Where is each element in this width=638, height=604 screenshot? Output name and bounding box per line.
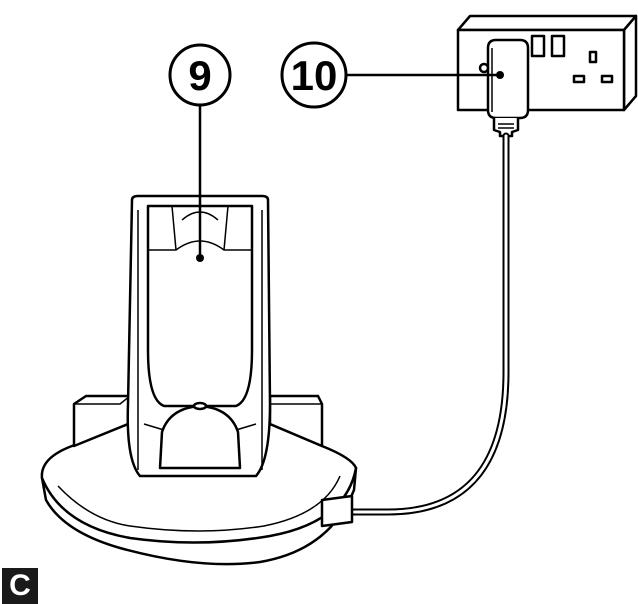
callout-9-dot bbox=[196, 254, 204, 262]
callout-9-number: 9 bbox=[188, 52, 211, 99]
charging-stand bbox=[40, 194, 358, 566]
callout-10-dot bbox=[496, 71, 504, 79]
socket-pin-hole-right bbox=[600, 74, 614, 84]
callout-9-circle bbox=[168, 43, 232, 107]
cradle-contact-pin bbox=[192, 401, 208, 411]
wall-socket-side-face bbox=[622, 14, 638, 112]
panel-label: C bbox=[2, 568, 38, 604]
socket-earth-pin-hole bbox=[588, 50, 598, 64]
wall-socket-top-face bbox=[456, 14, 638, 32]
power-cable bbox=[318, 132, 510, 516]
base-cable-inlet bbox=[320, 494, 354, 528]
power-adapter-indicator bbox=[478, 62, 490, 74]
socket-switch-right bbox=[550, 34, 566, 58]
callout-9: 9 bbox=[168, 43, 232, 262]
socket-switch-left bbox=[530, 34, 546, 58]
socket-pin-hole-left bbox=[572, 74, 586, 84]
cradle-pocket bbox=[146, 204, 254, 408]
callout-10-number: 10 bbox=[291, 52, 338, 99]
cradle-charging-contact bbox=[158, 404, 242, 470]
callout-10-circle bbox=[280, 41, 348, 109]
power-adapter-body bbox=[486, 38, 530, 120]
power-adapter bbox=[478, 38, 530, 138]
callout-10: 10 bbox=[280, 41, 504, 109]
